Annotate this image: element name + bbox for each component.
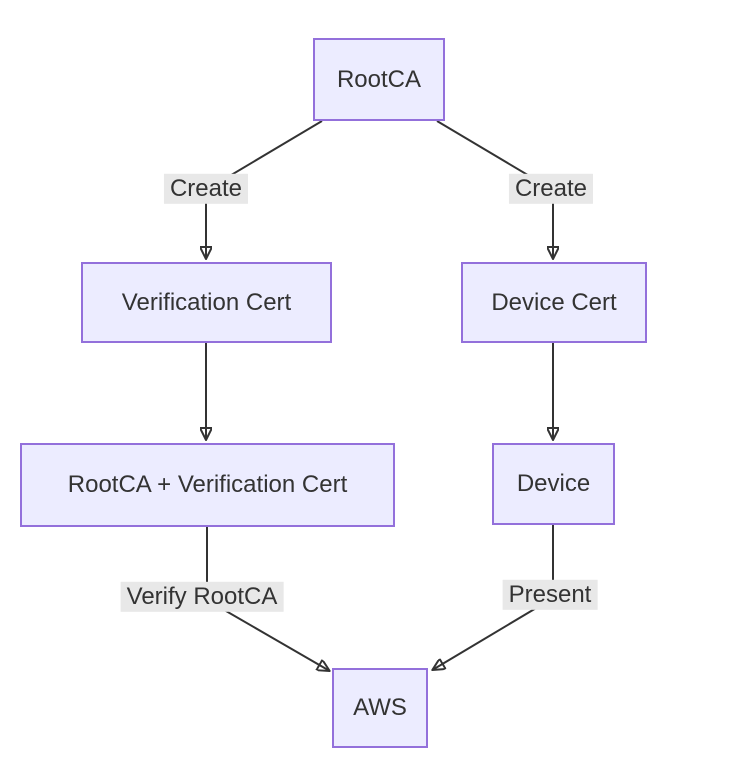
node-device-cert: Device Cert xyxy=(461,262,647,343)
node-rootca-plus-verification-cert: RootCA + Verification Cert xyxy=(20,443,395,527)
node-device-cert-label: Device Cert xyxy=(491,288,617,316)
node-device-label: Device xyxy=(516,470,591,497)
node-aws-label: AWS xyxy=(353,694,407,721)
node-verification-cert-label: Verification Cert xyxy=(121,288,292,316)
edge-label-verify-rootca: Verify RootCA xyxy=(120,581,284,613)
node-rootca: RootCA xyxy=(313,38,445,121)
edge-label-create-right: Create xyxy=(508,173,594,205)
node-rootca-label: RootCA xyxy=(336,65,422,93)
edge-label-create-left: Create xyxy=(163,173,249,205)
node-rootca-plus-verification-cert-label: RootCA + Verification Cert xyxy=(67,471,348,498)
node-device: Device xyxy=(492,443,615,525)
node-verification-cert: Verification Cert xyxy=(81,262,332,343)
node-aws: AWS xyxy=(332,668,428,748)
edge-label-present: Present xyxy=(502,579,598,611)
